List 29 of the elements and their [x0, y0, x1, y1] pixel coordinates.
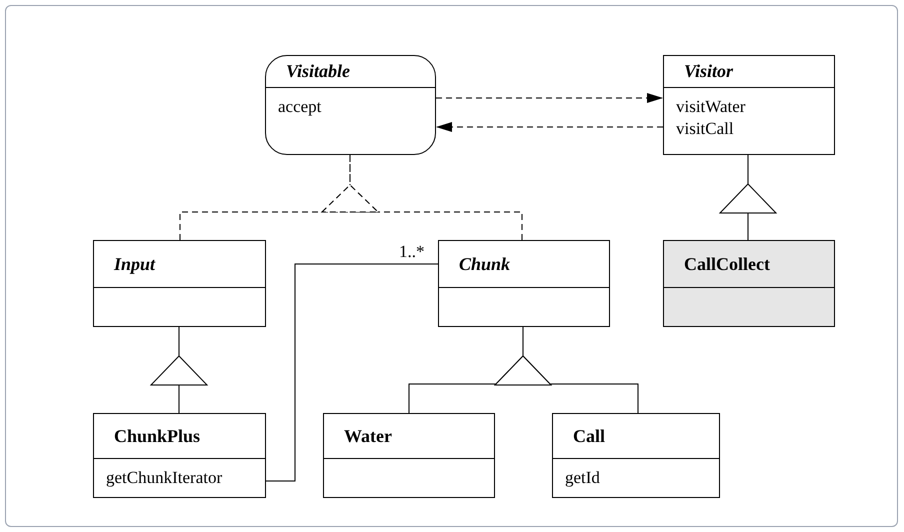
method-name: accept	[278, 96, 322, 118]
dashed-arrow	[436, 93, 664, 103]
class-name: ChunkPlus	[114, 424, 200, 448]
inheritance-arrow	[494, 326, 638, 414]
dashed-arrow	[436, 122, 664, 132]
class-name: Visitor	[684, 60, 734, 83]
inheritance-arrow	[720, 154, 776, 240]
dashed-arrow	[322, 154, 522, 240]
class-box	[323, 413, 495, 498]
interface-box	[265, 55, 436, 155]
class-box	[93, 413, 266, 498]
class-name: Chunk	[459, 252, 510, 276]
class-name: Visitable	[286, 60, 350, 83]
class-box	[552, 413, 720, 498]
class-name: Water	[344, 424, 392, 448]
class-box	[438, 240, 610, 327]
method-name: getId	[565, 467, 601, 489]
multiplicity-label: 1..*	[398, 243, 426, 260]
class-name: Input	[114, 252, 156, 276]
class-box	[663, 55, 835, 155]
class-box	[663, 240, 835, 327]
class-name: CallCollect	[684, 252, 770, 276]
method-name: visitWater	[676, 96, 746, 118]
method-name: getChunkIterator	[106, 467, 224, 489]
class-name: Call	[573, 424, 606, 448]
association-line	[266, 264, 438, 482]
method-name: visitCall	[676, 118, 735, 140]
inheritance-arrow	[150, 326, 208, 414]
class-box	[93, 240, 266, 327]
